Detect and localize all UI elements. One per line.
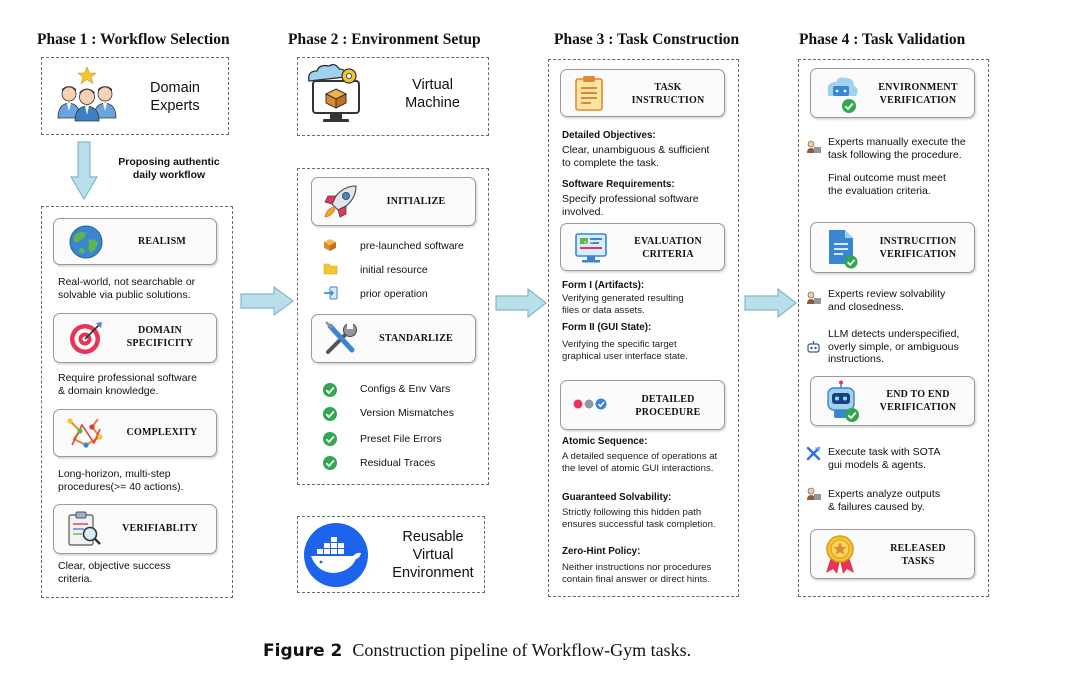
- expert-person-icon: [807, 487, 821, 500]
- instruction-verification-title: INSTRUCITION VERIFICATION: [879, 236, 957, 260]
- std-item-preset: Preset File Errors: [360, 433, 442, 445]
- std-item-residual: Residual Traces: [360, 457, 436, 469]
- released-tasks-title: RELEASED TASKS: [890, 543, 946, 567]
- detailed-objectives-label: Detailed Objectives:: [562, 130, 656, 141]
- phase3-box: [548, 59, 739, 597]
- down-arrow: [70, 141, 98, 201]
- right-arrow-1: [240, 286, 295, 316]
- package-icon: [324, 239, 336, 251]
- reusable-env-label: Reusable Virtual Environment: [392, 529, 474, 581]
- environment-verification-icon: [827, 77, 858, 113]
- e2e-verification-text1: Execute task with SOTA gui models & agen…: [828, 446, 941, 471]
- expert-person-icon: [807, 291, 821, 304]
- std-item-version: Version Mismatches: [360, 407, 454, 419]
- verifiability-desc: Clear, objective success criteria.: [58, 560, 171, 585]
- init-item-operation: prior operation: [360, 288, 428, 300]
- svg-text:</>: </>: [584, 240, 593, 246]
- e2e-verification-text2: Experts analyze outputs & failures cause…: [828, 488, 941, 513]
- medal-icon: [826, 535, 854, 574]
- task-instruction-title: TASK INSTRUCTION: [631, 82, 705, 106]
- check-icon: [323, 456, 337, 470]
- phase2-setup-box: [297, 168, 489, 485]
- evaluation-criteria-title: EVALUATION CRITERIA: [634, 236, 702, 260]
- complexity-icon: [67, 418, 103, 448]
- atomic-sequence-label: Atomic Sequence:: [562, 436, 648, 447]
- virtual-machine-label: Virtual Machine: [405, 77, 460, 111]
- phase2-title: Phase 2 : Environment Setup: [288, 31, 481, 48]
- domain-experts-label: Domain Experts: [150, 80, 200, 114]
- atomic-sequence-text: A detailed sequence of operations at the…: [562, 451, 718, 474]
- phase1-title: Phase 1 : Workflow Selection: [37, 31, 230, 48]
- complexity-title: COMPLEXITY: [126, 427, 198, 438]
- right-arrow-3: [744, 288, 797, 318]
- figure-caption: Figure 2 Construction pipeline of Workfl…: [263, 640, 691, 661]
- realism-desc: Real-world, not searchable or solvable v…: [58, 276, 196, 301]
- expert-person-icon: [807, 140, 821, 153]
- virtual-machine-icon: [308, 63, 360, 122]
- agent-x-icon: [806, 446, 821, 461]
- phase1-criteria-box: [41, 206, 233, 598]
- robot-icon: [807, 341, 820, 353]
- detailed-objectives-text: Clear, unambiguous & sufficient to compl…: [562, 144, 710, 169]
- domain-experts-icon: [57, 66, 117, 122]
- verifiability-title: VERIFIABLITY: [122, 523, 198, 534]
- domain-experts-box: [41, 57, 229, 135]
- domain-specificity-desc: Require professional software & domain k…: [58, 372, 197, 397]
- domain-specificity-title: DOMAIN SPECIFICITY: [126, 325, 194, 349]
- folder-icon: [323, 263, 338, 275]
- zero-hint-text: Neither instructions nor procedures cont…: [562, 562, 712, 585]
- zero-hint-label: Zero-Hint Policy:: [562, 546, 641, 557]
- end-to-end-verification-title: END TO END VERIFICATION: [879, 389, 957, 413]
- environment-verification-title: ENVIRONMENT VERIFICATION: [878, 82, 958, 106]
- figure-caption-label: Figure 2: [263, 641, 343, 661]
- env-verification-text2: Final outcome must meet the evaluation c…: [828, 172, 946, 197]
- software-req-text: Specify professional software involved.: [562, 193, 699, 218]
- form2-text: Verifying the specific target graphical …: [562, 339, 688, 362]
- virtual-machine-box: [297, 57, 489, 136]
- phase4-box: [798, 59, 989, 597]
- domain-specificity-card: [53, 313, 217, 363]
- std-item-configs: Configs & Env Vars: [360, 383, 451, 395]
- phase3-title: Phase 3 : Task Construction: [554, 31, 740, 48]
- robot-check-icon: [827, 380, 859, 422]
- detailed-procedure-title: DETAILED PROCEDURE: [635, 394, 701, 418]
- clipboard-icon: [575, 76, 603, 111]
- evaluation-monitor-icon: </>: [575, 233, 607, 263]
- document-check-icon: [829, 230, 858, 269]
- initialize-title: INITIALIZE: [386, 196, 446, 207]
- globe-icon: [69, 225, 103, 259]
- right-arrow-2: [495, 288, 547, 318]
- instr-verification-text2: LLM detects underspecified, overly simpl…: [828, 328, 960, 365]
- realism-title: REALISM: [137, 236, 187, 247]
- guaranteed-solvability-text: Strictly following this hidden path ensu…: [562, 507, 716, 530]
- form1-text: Verifying generated resulting files or d…: [562, 293, 684, 316]
- form1-label: Form I (Artifacts):: [562, 280, 645, 291]
- init-item-resource: initial resource: [360, 264, 428, 276]
- figure-caption-text: Construction pipeline of Workflow-Gym ta…: [352, 640, 692, 660]
- procedure-dots-icon: [573, 398, 607, 410]
- phase4-title: Phase 4 : Task Validation: [799, 31, 966, 48]
- form2-label: Form II (GUI State):: [562, 322, 652, 333]
- init-item-software: pre-launched software: [360, 240, 464, 252]
- rocket-icon: [324, 185, 357, 218]
- reusable-env-box: [297, 516, 485, 593]
- instr-verification-text1: Experts review solvability and closednes…: [828, 288, 946, 313]
- software-req-label: Software Requirements:: [562, 179, 675, 190]
- complexity-desc: Long-horizon, multi-step procedures(>= 4…: [58, 468, 184, 493]
- docker-icon: [304, 523, 368, 587]
- check-icon: [323, 383, 337, 397]
- wrench-screwdriver-icon: [325, 321, 357, 354]
- check-icon: [323, 432, 337, 446]
- check-icon: [323, 407, 337, 421]
- login-icon: [324, 286, 338, 300]
- target-icon: [70, 322, 102, 354]
- proposing-workflow-label: Proposing authentic daily workflow: [118, 156, 220, 181]
- guaranteed-solvability-label: Guaranteed Solvability:: [562, 492, 672, 503]
- standardize-title: STANDARLIZE: [379, 333, 453, 344]
- clipboard-magnifier-icon: [68, 511, 101, 546]
- env-verification-text1: Experts manually execute the task follow…: [828, 136, 966, 161]
